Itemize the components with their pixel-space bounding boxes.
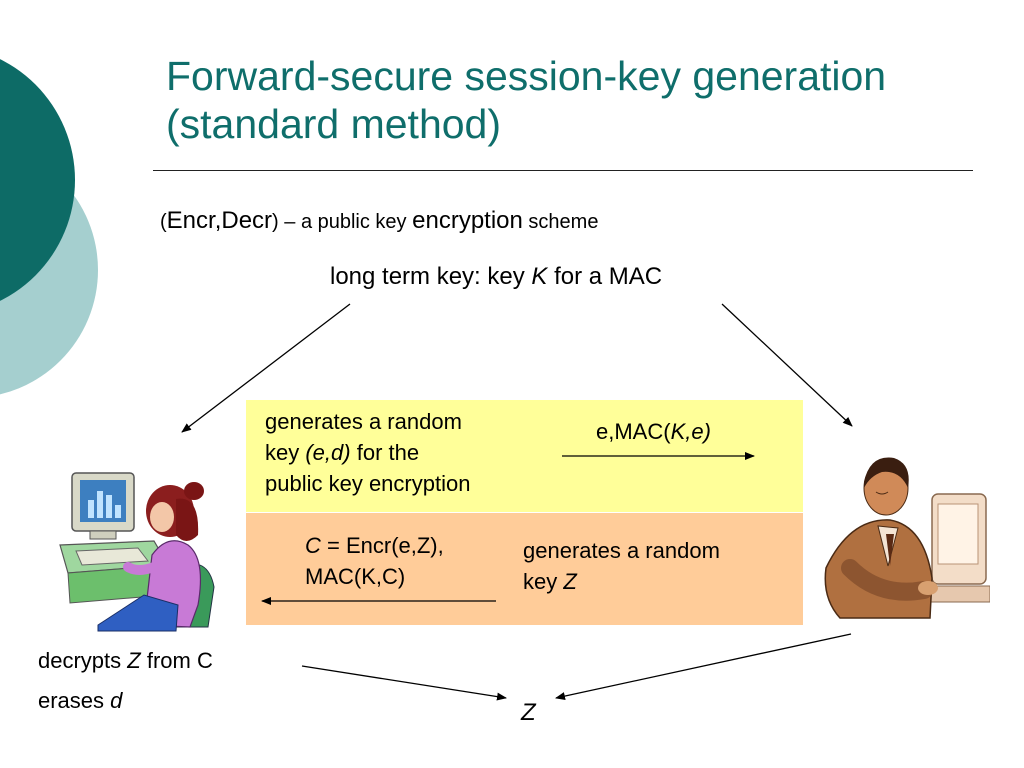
step1-line-2: key (e,d) for the (265, 437, 470, 468)
step2-gen-line-2: key Z (523, 566, 720, 597)
step2-c-var: C (305, 533, 321, 558)
erase-d-var: d (110, 688, 123, 713)
step1-line2-prefix: key (265, 440, 306, 465)
step2-c-line1-rest: = Encr(e,Z), (320, 533, 444, 558)
step2-ciphertext-text: C = Encr(e,Z), MAC(K,C) (305, 530, 444, 592)
step2-generate-text: generates a random key Z (523, 535, 720, 597)
title-divider (153, 170, 973, 171)
step1-message: e,MAC(K,e) (596, 416, 711, 447)
decorative-circles (0, 59, 98, 395)
long-term-key-var: K (531, 263, 548, 290)
arrow-right-to-z (555, 633, 852, 701)
scheme-definition: (Encr,Decr) – a public key encryption sc… (160, 207, 598, 235)
dark-teal-circle (0, 59, 75, 301)
decrypt-z-var: Z (127, 648, 141, 673)
arrow-left-to-z (301, 665, 507, 701)
step1-msg-key: K,e) (670, 419, 711, 444)
erase-note: erases d (38, 681, 213, 721)
step1-generate-text: generates a random key (e,d) for the pub… (265, 406, 470, 499)
title-line-2: (standard method) (166, 101, 502, 147)
long-term-suffix: for a MAC (547, 263, 663, 290)
long-term-key-label: long term key: key K for a MAC (330, 263, 662, 291)
scheme-tail: scheme (522, 211, 599, 233)
protocol-step-2-box (246, 513, 803, 625)
step1-msg-prefix: e,MAC( (596, 419, 671, 444)
decrypt-note: decrypts Z from C (38, 641, 213, 681)
step2-c-line-1: C = Encr(e,Z), (305, 530, 444, 561)
scheme-close: ) – a public key (272, 211, 413, 233)
scheme-encryption-word: encryption (412, 207, 523, 234)
man-at-computer-icon (824, 457, 990, 619)
decrypt-suffix: from C (140, 648, 213, 673)
step1-keypair-var: (e,d) (305, 440, 351, 465)
slide-title: Forward-secure session-key generation (s… (166, 52, 1006, 148)
long-term-prefix: long term key: key (330, 263, 532, 290)
step1-line2-suffix: for the (350, 440, 420, 465)
step2-gen-line-1: generates a random (523, 538, 720, 563)
step1-line-1: generates a random (265, 409, 462, 434)
scheme-encr-decr: Encr,Decr (166, 207, 273, 234)
left-party-notes: decrypts Z from C erases d (38, 641, 213, 721)
step2-z-var: Z (563, 569, 577, 594)
shared-key-result: Z (521, 699, 536, 726)
scheme-open-paren: ( (160, 211, 167, 233)
erase-prefix: erases (38, 688, 111, 713)
decrypt-prefix: decrypts (38, 648, 128, 673)
step1-line-3: public key encryption (265, 471, 471, 496)
step2-gen-prefix: key (523, 569, 564, 594)
woman-at-computer-icon (59, 472, 215, 632)
step2-c-line-2: MAC(K,C) (305, 564, 406, 589)
title-line-1: Forward-secure session-key generation (166, 53, 887, 99)
